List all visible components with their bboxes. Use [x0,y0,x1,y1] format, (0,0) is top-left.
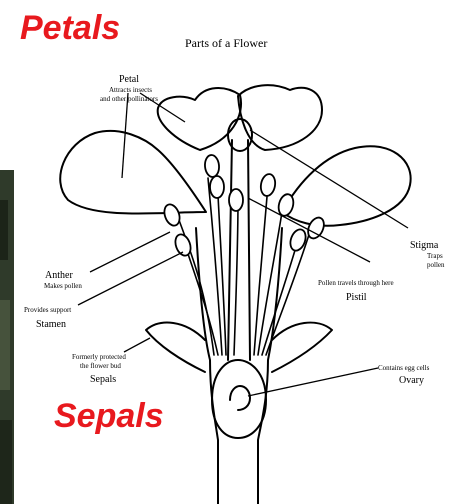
sepals-label: Sepals [90,374,116,385]
diagram-title: Parts of a Flower [185,36,267,50]
sepal-right [272,323,332,372]
ovule [230,386,250,410]
sepals-desc-line1: Formerly protected [72,353,126,361]
sepals-desc-line2: the flower bud [80,362,121,370]
petals-overlay-label: Petals [20,9,120,47]
pistil-label: Pistil [346,292,367,303]
background-photo-edge [0,170,14,504]
ovary-desc: Contains egg cells [378,364,430,372]
receptacle-outline [196,228,218,504]
pistil-style [228,140,250,360]
anther-desc: Makes pollen [44,282,82,290]
petal-right [282,146,411,226]
sepal-left [146,323,205,372]
petal-desc-line2: and other pollinators [100,95,158,103]
stamen-desc: Provides support [24,306,71,314]
style-desc: Pollen travels through here [318,279,394,287]
petal-desc-line1: Attracts insects [109,86,152,94]
petal-label: Petal [119,74,139,85]
anther-label: Anther [45,270,73,281]
stigma-desc-line2: pollen [427,261,445,269]
leader-lines [78,93,408,396]
stigma-desc-line1: Traps [427,252,443,260]
sepals-overlay-label: Sepals [54,397,164,435]
ovary-shape [212,360,266,438]
stamen-label: Stamen [36,319,66,330]
ovary-label: Ovary [399,375,424,386]
stigma-label: Stigma [410,240,439,251]
anthers [162,154,327,257]
